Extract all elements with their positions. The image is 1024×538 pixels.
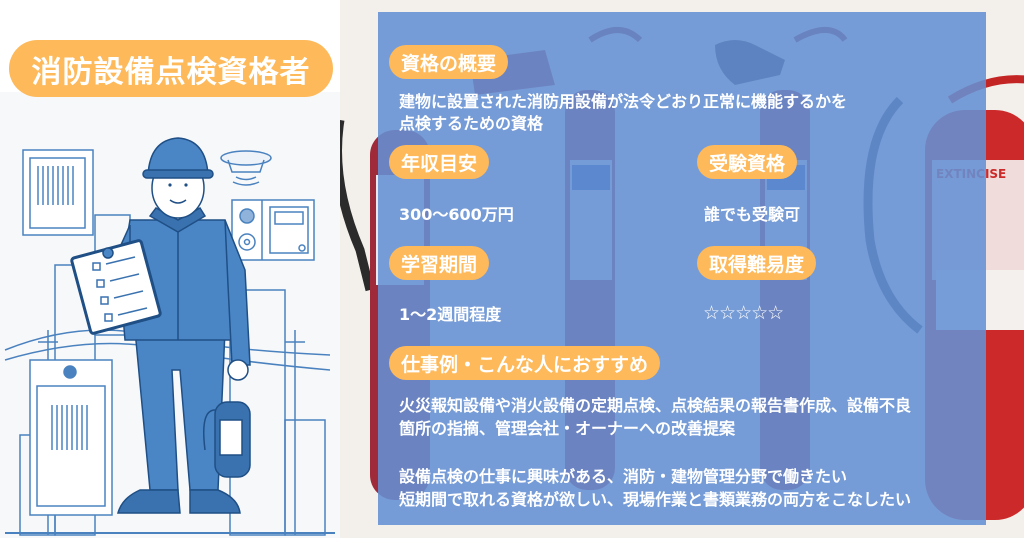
difficulty-stars: ☆☆☆☆☆ [703,302,784,324]
left-panel: 消防設備点検資格者 [0,0,340,538]
job-example-line-2: 箇所の指摘、管理会社・オーナーへの改善提案 [399,419,736,438]
recommend-line-2: 短期間で取れる資格が欲しい、現場作業と書類業務の両方をこなしたい [399,490,912,509]
overview-line-1: 建物に設置された消防用設備が法令どおり正常に機能するかを [399,92,848,111]
eligibility-heading: 受験資格 [697,145,798,179]
recommend-line-1: 設備点検の仕事に興味がある、消防・建物管理分野で働きたい [399,467,848,486]
eligibility-value: 誰でも受験可 [704,205,801,224]
difficulty-heading: 取得難易度 [697,246,817,280]
page-title: 消防設備点検資格者 [9,40,333,97]
jobs-heading: 仕事例・こんな人におすすめ [389,346,661,380]
overview-line-2: 点検するための資格 [399,114,544,133]
inspector-illustration [4,137,335,536]
study-period-heading: 学習期間 [389,246,490,280]
income-heading: 年収目安 [389,145,490,179]
overview-heading: 資格の概要 [389,45,509,79]
income-value: 300〜600万円 [399,205,514,224]
job-example-line-1: 火災報知設備や消火設備の定期点検、点検結果の報告書作成、設備不良 [399,396,912,415]
study-period-value: 1〜2週間程度 [399,305,502,324]
